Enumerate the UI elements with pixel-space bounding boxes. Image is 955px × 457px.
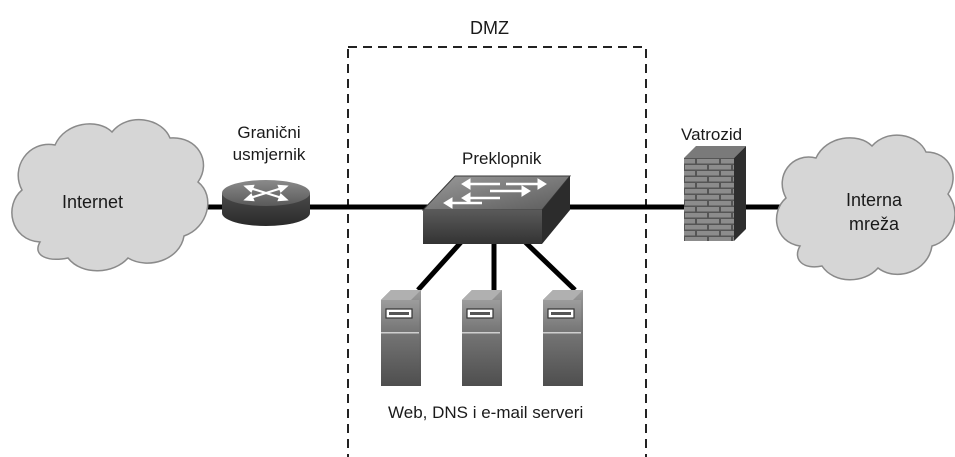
internet-label: Internet: [62, 192, 124, 212]
link-switch-server-1: [416, 238, 465, 292]
internal-network-label-line2: mreža: [848, 214, 899, 234]
firewall-icon: [684, 146, 746, 241]
internal-network-label-line1: Interna: [845, 190, 903, 210]
border-router-label-line2: usmjernik: [232, 145, 306, 164]
switch-icon: [421, 175, 572, 244]
cloud-icon: [775, 134, 955, 281]
servers-label: Web, DNS i e-mail serveri: [388, 403, 584, 422]
server-icon: [381, 290, 421, 386]
link-switch-server-3: [521, 238, 577, 292]
server-icon: [462, 290, 502, 386]
switch-label: Preklopnik: [462, 149, 542, 168]
internal-network-label: Interna mreža: [822, 188, 926, 236]
dmz-label: DMZ: [470, 18, 509, 38]
router-icon: [222, 180, 310, 226]
border-router-label-line1: Granični: [237, 123, 301, 142]
firewall-label: Vatrozid: [681, 125, 743, 144]
border-router-label: Granični usmjernik: [214, 122, 324, 166]
dmz-boundary: [347, 46, 647, 457]
cloud-icon: [11, 118, 209, 272]
server-icon: [543, 290, 583, 386]
